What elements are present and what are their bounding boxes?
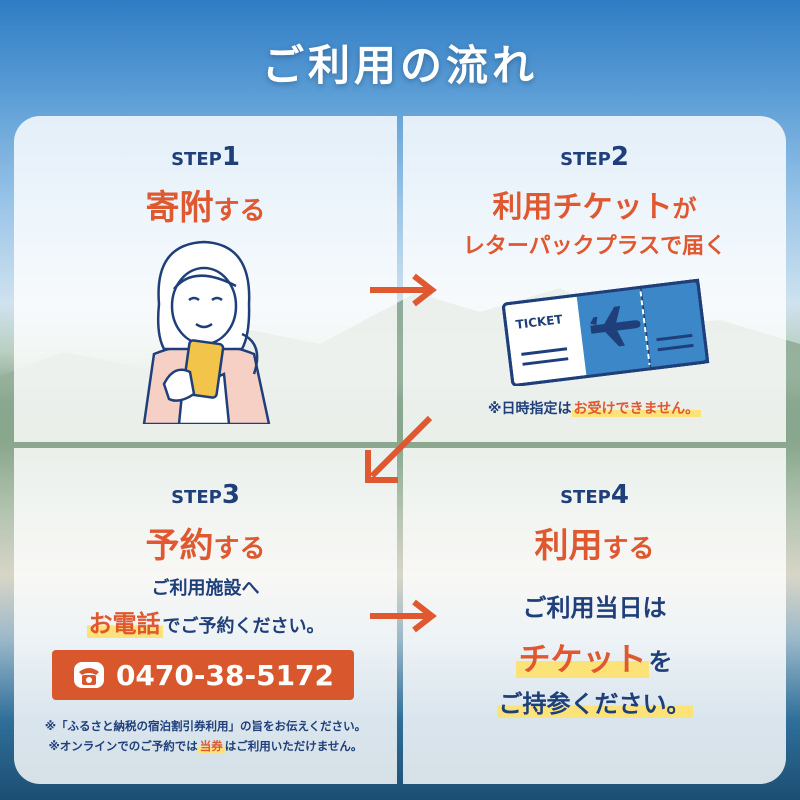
arrow-right-icon	[370, 599, 437, 633]
step-3-note1: ※「ふるさと納税の宿泊割引券利用」の旨をお伝えください。	[44, 719, 367, 733]
steps-panel: STEP1 寄附する STEP2 利用チケットが レターパックプラスで届く	[14, 116, 786, 784]
step-4-title: 利用する	[534, 526, 655, 566]
airplane-icon	[590, 305, 641, 347]
step-2-label: STEP2	[560, 142, 629, 172]
ticket-icon: TICKET	[502, 278, 710, 386]
step-2-subtitle: レターパックプラスで届く	[462, 234, 727, 259]
phone-icon	[73, 662, 104, 688]
step-4-line1: ご利用当日は	[522, 594, 667, 622]
phone-number: 0470-38-5172	[115, 658, 335, 692]
step-4-line3: ご持参ください。	[496, 690, 693, 718]
step-4-card: STEP4 利用する ご利用当日は チケットを ご持参ください。	[403, 448, 786, 784]
arrow-down-left-icon	[365, 415, 433, 483]
step-4-line2: チケットを	[516, 640, 673, 678]
phone-number-box[interactable]: 0470-38-5172	[52, 650, 354, 700]
step-3-label: STEP3	[171, 480, 240, 510]
ticket-text: TICKET	[515, 312, 564, 332]
step-1-card: STEP1 寄附する	[14, 116, 397, 442]
page-title: ご利用の流れ	[261, 41, 538, 90]
step-3-note2: ※オンラインでのご予約では当券はご利用いただけません。	[48, 739, 363, 753]
step-3-line2: お電話でご予約ください。	[86, 610, 325, 638]
step-2-title: 利用チケットが	[492, 190, 697, 225]
step-3-line1: ご利用施設へ	[151, 578, 260, 599]
step-3-card: STEP3 予約する ご利用施設へ お電話でご予約ください。 0470-38-5…	[14, 448, 397, 784]
step-4-label: STEP4	[560, 480, 629, 510]
step-1-title: 寄附する	[145, 188, 266, 228]
step-2-card: STEP2 利用チケットが レターパックプラスで届く TICKET ※日時指定は…	[403, 116, 786, 442]
step-2-note: ※日時指定はお受けできません。	[487, 401, 702, 417]
step-1-label: STEP1	[171, 142, 240, 172]
woman-holding-phone-illustration	[142, 240, 271, 424]
step-3-title: 予約する	[145, 526, 266, 566]
arrow-right-icon	[370, 273, 437, 307]
